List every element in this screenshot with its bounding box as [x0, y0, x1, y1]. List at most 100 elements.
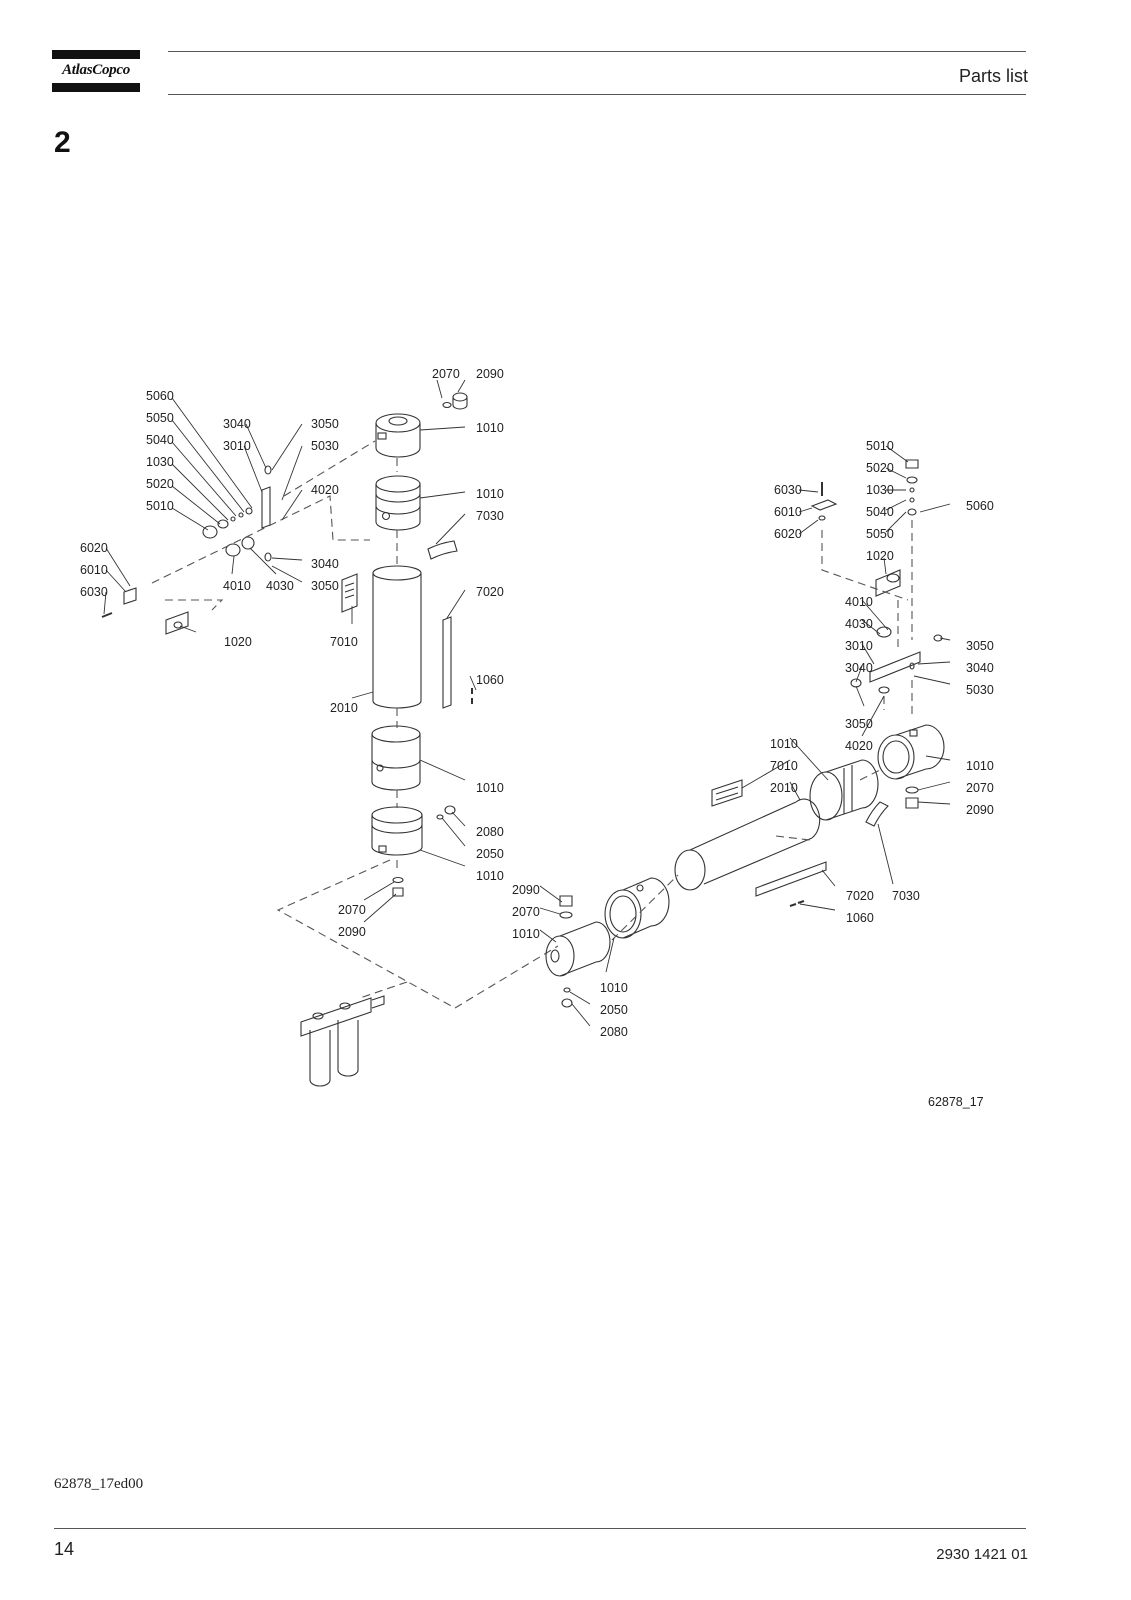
- callout: 6020: [80, 541, 108, 555]
- callout: 1010: [476, 781, 504, 795]
- callout: 5010: [866, 439, 894, 453]
- callout: 5050: [866, 527, 894, 541]
- callout: 1020: [866, 549, 894, 563]
- left-top-cap: [375, 413, 421, 458]
- callout: 3050: [966, 639, 994, 653]
- callout: 5030: [966, 683, 994, 697]
- callout: 3040: [966, 661, 994, 675]
- header-rule-bottom: [168, 94, 1026, 95]
- left-bracket-assembly: [101, 465, 272, 635]
- callout: 3010: [845, 639, 873, 653]
- section-number: 2: [54, 126, 71, 159]
- callout: 5050: [146, 411, 174, 425]
- callout: 5010: [146, 499, 174, 513]
- callout: 4010: [845, 595, 873, 609]
- callout: 7020: [476, 585, 504, 599]
- callout: 1010: [476, 421, 504, 435]
- exploded-parts-diagram: 5060 5050 5040 1030 5020 5010 6020 6010 …: [80, 367, 994, 1109]
- callouts-left: 5060 5050 5040 1030 5020 5010 6020 6010 …: [80, 367, 504, 939]
- callout: 5040: [866, 505, 894, 519]
- callout: 7010: [330, 635, 358, 649]
- label-strip-7020: [442, 616, 452, 709]
- callout: 6020: [774, 527, 802, 541]
- logo-bar-bottom: [52, 83, 140, 92]
- callout: 2010: [770, 781, 798, 795]
- callout: 7030: [892, 889, 920, 903]
- callout: 2070: [966, 781, 994, 795]
- callout: 4030: [845, 617, 873, 631]
- callout: 2090: [476, 367, 504, 381]
- right-seal-2050: [563, 987, 571, 993]
- callout: 1010: [476, 487, 504, 501]
- logo-wordmark: AtlasCopco: [62, 62, 130, 78]
- callout: 7010: [770, 759, 798, 773]
- drain-plug-2080: [444, 805, 456, 815]
- filter-pair-unit: [300, 995, 385, 1087]
- label-plate-7010: [341, 573, 358, 613]
- callout: 1010: [966, 759, 994, 773]
- left-bowl: [371, 806, 423, 856]
- left-top-nut: [442, 392, 468, 410]
- right-main-tube: [674, 798, 821, 891]
- callout: 1010: [770, 737, 798, 751]
- right-end-cap: [545, 921, 611, 977]
- callout: 4030: [266, 579, 294, 593]
- right-label-plate-7010: [711, 779, 743, 807]
- callout-leaders: [103, 379, 951, 1027]
- callout: 6030: [774, 483, 802, 497]
- callout: 6030: [80, 585, 108, 599]
- right-label-strip-7020: [755, 861, 827, 897]
- document-id: 2930 1421 01: [936, 1546, 1028, 1563]
- document-code: 62878_17ed00: [54, 1476, 144, 1492]
- callouts-right: 5010 5020 1030 5040 5050 5060 6030 6010 …: [512, 439, 994, 1039]
- callout: 7020: [846, 889, 874, 903]
- figure-id: 62878_17: [928, 1095, 984, 1109]
- page-number: 14: [54, 1539, 75, 1559]
- callout: 7030: [476, 509, 504, 523]
- callout: 3040: [223, 417, 251, 431]
- atlas-copco-logo: AtlasCopco: [52, 50, 140, 92]
- seal-2050: [436, 814, 444, 820]
- right-bowl: [877, 724, 945, 780]
- right-seal-2070: [559, 911, 573, 919]
- callout: 1010: [476, 869, 504, 883]
- callout: 5020: [866, 461, 894, 475]
- callout: 1060: [476, 673, 504, 687]
- left-bottom-nut: [392, 887, 404, 897]
- callout: 6010: [774, 505, 802, 519]
- callout: 2080: [600, 1025, 628, 1039]
- callout: 5060: [966, 499, 994, 513]
- callout: 6010: [80, 563, 108, 577]
- callout: 1020: [224, 635, 252, 649]
- left-main-tube: [372, 565, 422, 709]
- page-title: Parts list: [958, 66, 1028, 86]
- callout: 2010: [330, 701, 358, 715]
- callout: 4020: [845, 739, 873, 753]
- callout: 2050: [476, 847, 504, 861]
- callout: 2050: [600, 1003, 628, 1017]
- right-left-head: [604, 877, 670, 939]
- callout: 5020: [146, 477, 174, 491]
- left-lower-head: [371, 725, 421, 791]
- callout: 2080: [476, 825, 504, 839]
- left-upper-head: [375, 475, 421, 531]
- callout: 1030: [146, 455, 174, 469]
- right-label-7030: [865, 801, 889, 827]
- right-nut-2090: [559, 895, 573, 907]
- right-middle-head: [809, 759, 879, 821]
- callout: 2090: [966, 803, 994, 817]
- callout: 2090: [512, 883, 540, 897]
- callout: 3050: [311, 579, 339, 593]
- callout: 5030: [311, 439, 339, 453]
- right-screws-1060: [789, 900, 805, 907]
- callout: 4010: [223, 579, 251, 593]
- right-drain-2080: [561, 998, 573, 1008]
- right-bottom-nut: [905, 797, 919, 809]
- callout: 3010: [223, 439, 251, 453]
- callout: 3040: [311, 557, 339, 571]
- label-7030: [427, 540, 458, 560]
- callout: 2070: [512, 905, 540, 919]
- callout: 2070: [338, 903, 366, 917]
- callout: 1010: [600, 981, 628, 995]
- callout: 1010: [512, 927, 540, 941]
